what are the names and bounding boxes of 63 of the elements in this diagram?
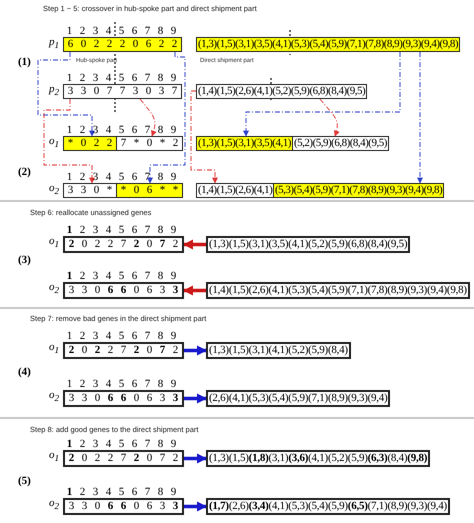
- row-label: o$_{1}$: [49, 235, 60, 250]
- pair-box: (1,4)(1,5)(2,6)(4,1)(5,2)(5,9)(6,8)(8,4)(9,5): [196, 84, 368, 99]
- row-label: o$_{2}$: [49, 281, 60, 296]
- arrow: [184, 394, 207, 404]
- gene-box: 3 3 0 6 6 0 6 3 3: [63, 390, 184, 407]
- gene-box: 3 3 0 *: [63, 183, 117, 198]
- gene-box: * 0 6 * *: [116, 183, 183, 198]
- arrow: [320, 98, 340, 137]
- arrow: [243, 52, 400, 137]
- pair-box: (1,3)(1,5)(3,1)(4,1)(5,2)(5,9)(8,4): [206, 342, 351, 359]
- arrow: [44, 98, 95, 184]
- arrow: [190, 90, 218, 184]
- position-numbers: 1 2 3 4 5 6 7 8 9: [66, 379, 178, 390]
- arrow: [184, 454, 207, 464]
- pair-box: (1,3)(1,5)(3,1)(3,5)(4,1)(5,2)(5,9)(6,8)(8,4)(9,5): [206, 236, 410, 253]
- gene-box: 2 0 2 2 7 2 0 7 2: [63, 450, 184, 467]
- pair-box: (5,2)(5,9)(6,8)(8,4)(9,5): [292, 136, 389, 151]
- pair-box: (1,4)(1,5)(2,6)(4,1)(5,3)(5,4)(5,9)(7,1)(7,8)(8,9)(9,3)(9,4)(9,8): [206, 282, 470, 299]
- gene-box: 3 3 0 6 6 0 6 3 3: [63, 282, 184, 299]
- position-numbers: 1 2 3 4 5 6 7 8 9: [66, 172, 178, 183]
- pair-box: (1,3)(1,5)(3,1)(3,5)(4,1)(5,3)(5,4)(5,9)(7,1)(7,8)(8,9)(9,3)(9,4)(9,8): [196, 37, 460, 52]
- row-label: o$_{2}$: [49, 182, 60, 196]
- position-numbers: 1 2 3 4 5 6 7 8 9: [66, 73, 178, 84]
- gene-box: 2 0 2 2 7 2 0 7 2: [63, 342, 184, 359]
- arrow: [184, 346, 207, 356]
- pair-box: (1,3)(1,5)(3,1)(3,5)(4,1): [196, 136, 293, 151]
- pair-box: (1,3)(1,5)(1,8)(3,1)(3,6)(4,1)(5,2)(5,9)(6,3)(8,4)(9,8): [206, 450, 430, 467]
- arrow: [184, 502, 207, 512]
- arrow: [147, 52, 186, 184]
- pair-box: (2,6)(4,1)(5,3)(5,4)(5,9)(7,1)(8,9)(9,3)(9,4): [206, 390, 390, 407]
- step-number: (3): [18, 254, 31, 266]
- gene-box: * 0 2 2: [63, 136, 117, 151]
- row-label: p$_{2}$: [49, 83, 60, 98]
- gene-box: 2 0 2 2 7 2 0 7 2: [63, 236, 184, 253]
- position-numbers: 1 2 3 4 5 6 7 8 9: [66, 125, 178, 136]
- gene-box: 3 3 0 7 7 3 0 3 7: [63, 84, 182, 99]
- pair-box: (1,7)(2,6)(3,4)(4,1)(5,3)(5,4)(5,9)(6,5)(7,1)(8,9)(9,3)(9,4): [206, 498, 450, 515]
- position-numbers: 1 2 3 4 5 6 7 8 9: [66, 271, 178, 282]
- row-label: p$_{1}$: [49, 36, 60, 50]
- row-label: o$_{2}$: [49, 389, 60, 404]
- pair-box: (1,4)(1,5)(2,6)(4,1): [196, 183, 274, 198]
- step-number: (1): [18, 56, 31, 68]
- row-label: o$_{1}$: [49, 135, 60, 150]
- position-numbers: 1 2 3 4 5 6 7 8 9: [66, 331, 178, 342]
- position-numbers: 1 2 3 4 5 6 7 8 9: [66, 487, 178, 498]
- step-number: (5): [18, 475, 31, 487]
- position-numbers: 1 2 3 4 5 6 7 8 9: [66, 439, 178, 450]
- row-label: o$_{1}$: [49, 449, 60, 464]
- position-numbers: 1 2 3 4 5 6 7 8 9: [66, 26, 178, 37]
- gene-box: 3 3 0 6 6 0 6 3 3: [63, 498, 184, 515]
- row-label: o$_{2}$: [49, 497, 60, 512]
- arrow: [183, 240, 206, 250]
- arrow: [140, 98, 157, 137]
- pair-box: (5,3)(5,4)(5,9)(7,1)(7,8)(8,9)(9,3)(9,4)(9,8): [273, 183, 444, 198]
- position-numbers: 1 2 3 4 5 6 7 8 9: [66, 225, 178, 236]
- gene-box: 7 * 0 * 2: [116, 136, 183, 151]
- arrow: [417, 52, 423, 184]
- gene-box: 6 0 2 2 2 0 6 2 2: [63, 37, 182, 52]
- arrow: [183, 286, 206, 296]
- row-label: o$_{1}$: [49, 341, 60, 356]
- step-number: (2): [18, 166, 31, 178]
- step-number: (4): [18, 366, 31, 378]
- arrow: [38, 52, 95, 137]
